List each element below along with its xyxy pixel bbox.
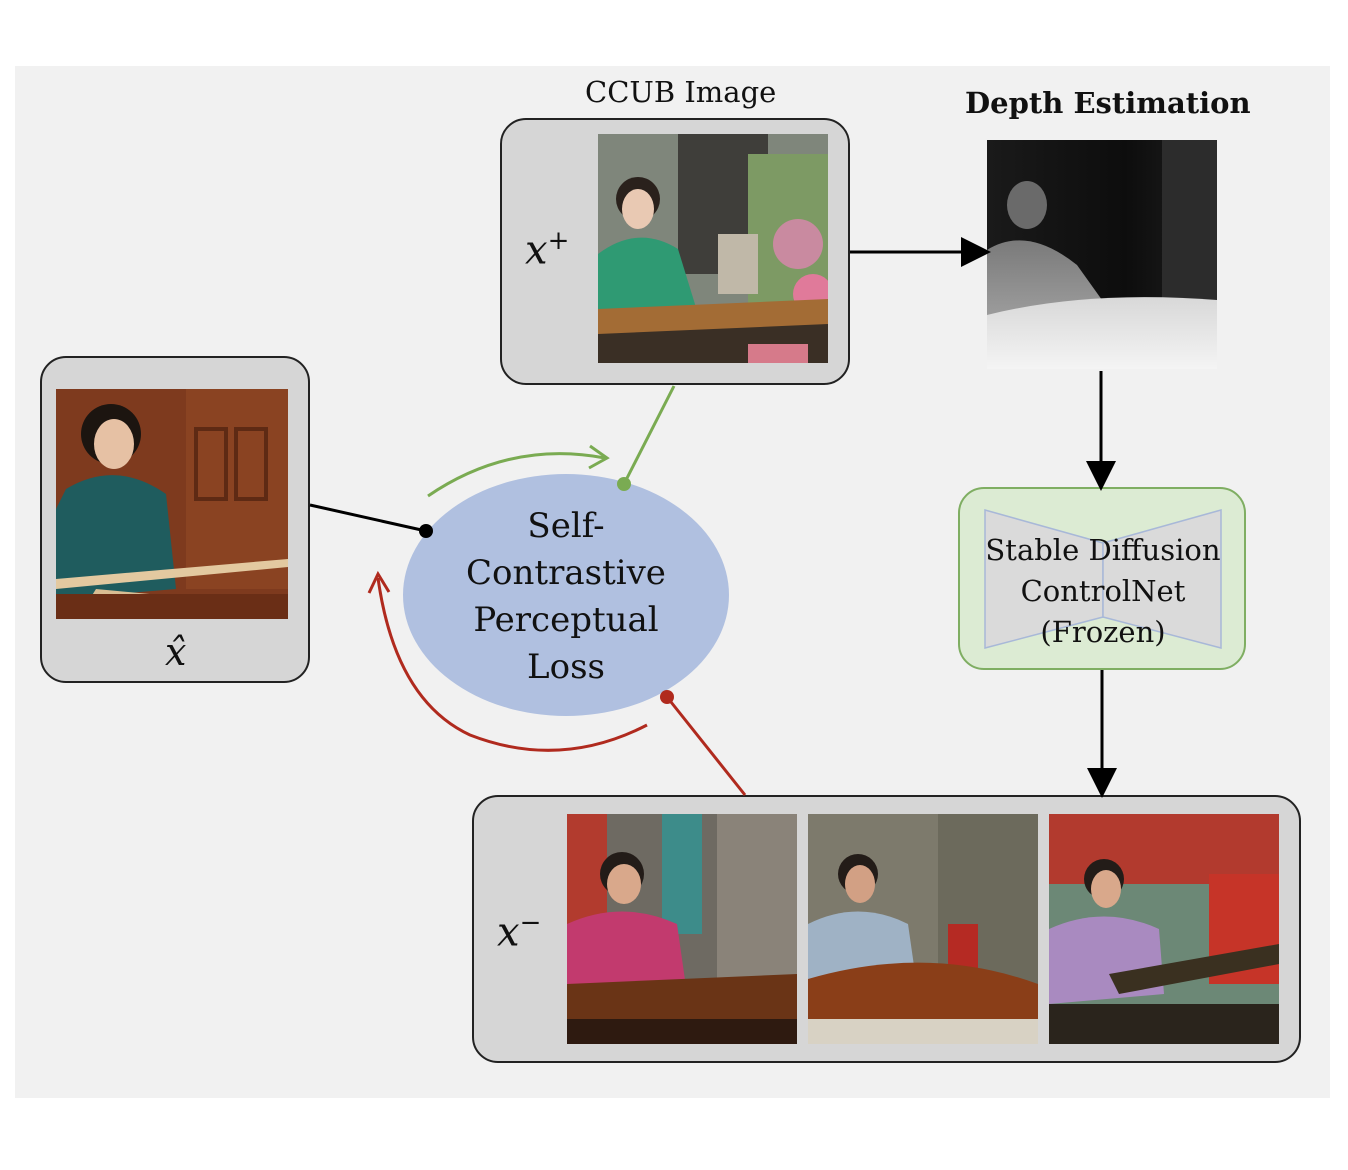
loss-label: Self- Contrastive Perceptual Loss — [403, 503, 729, 691]
x-plus-symbol: x+ — [525, 226, 569, 273]
x-plus-superscript: + — [547, 226, 570, 256]
depth-map-image — [987, 140, 1217, 369]
loss-label-line3: Perceptual — [473, 600, 659, 640]
negative-photo-2 — [808, 814, 1038, 1044]
x-plus-base: x — [525, 227, 548, 274]
ccub-image-title: CCUB Image — [585, 75, 777, 109]
generated-photo-player — [56, 389, 288, 619]
loss-label-line2: Contrastive — [466, 553, 666, 593]
controlnet-label-line2: ControlNet — [1020, 574, 1186, 608]
x-hat-symbol: x̂ — [165, 630, 187, 674]
ccub-photo-guzheng-player — [598, 134, 828, 363]
loss-label-line4: Loss — [527, 647, 605, 687]
controlnet-label-line3: (Frozen) — [1040, 615, 1166, 649]
x-minus-superscript: − — [519, 908, 542, 938]
negative-photo-3 — [1049, 814, 1279, 1044]
depth-estimation-title: Depth Estimation — [965, 86, 1251, 120]
loss-label-line1: Self- — [527, 506, 605, 546]
controlnet-label-line1: Stable Diffusion — [985, 533, 1221, 567]
x-minus-base: x — [497, 909, 520, 956]
x-minus-symbol: x− — [497, 908, 541, 955]
controlnet-label: Stable Diffusion ControlNet (Frozen) — [960, 530, 1246, 653]
negative-photo-1 — [567, 814, 797, 1044]
